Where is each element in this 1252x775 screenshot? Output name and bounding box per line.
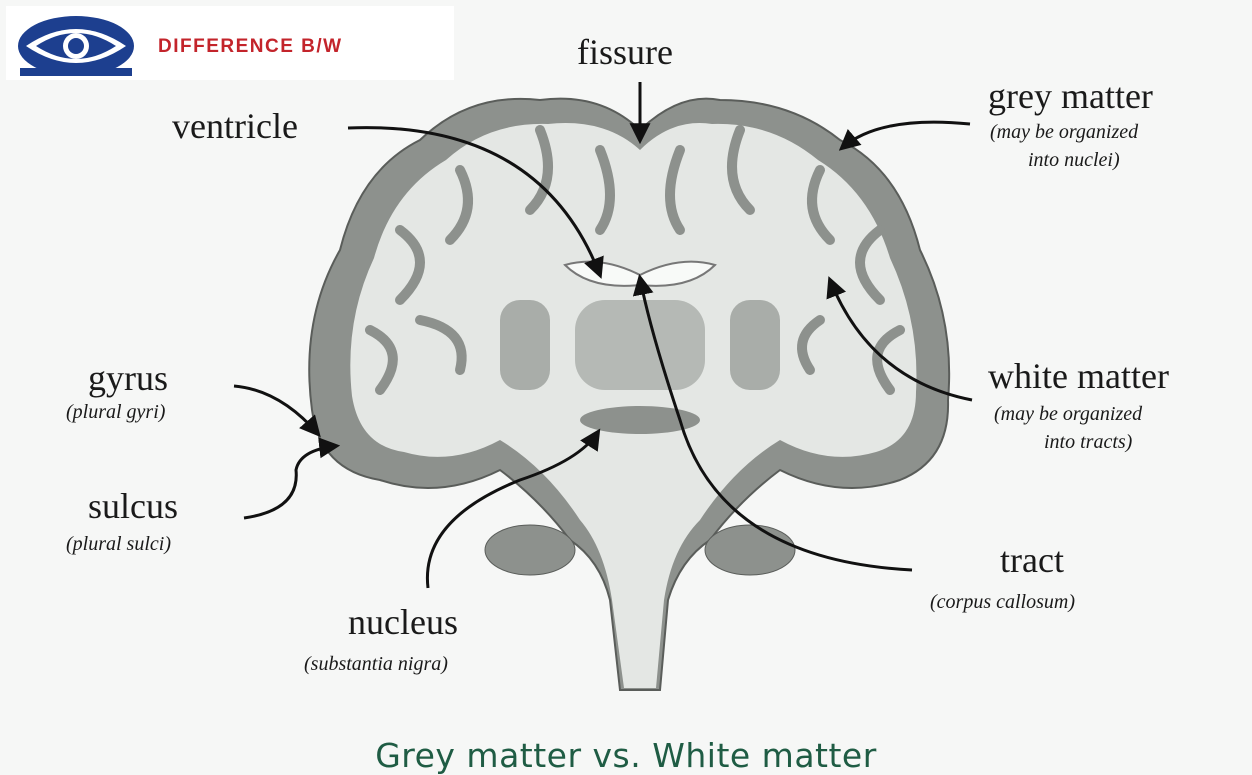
grey-matter-label: grey matter xyxy=(988,78,1153,114)
gyrus-label: gyrus xyxy=(88,360,168,396)
sulcus-label: sulcus xyxy=(88,488,178,524)
white-matter-note-line-2: into tracts) xyxy=(1044,430,1132,454)
tract-label: tract xyxy=(1000,542,1064,578)
white-matter-note-line-1: (may be organized xyxy=(994,402,1142,426)
fissure-label: fissure xyxy=(577,34,673,70)
gyrus-arrow xyxy=(234,386,318,434)
tract-note: (corpus callosum) xyxy=(930,590,1075,614)
thalamus xyxy=(575,300,705,390)
diagram-caption: Grey matter vs. White matter xyxy=(0,736,1252,775)
basal-ganglia-left xyxy=(500,300,550,390)
basal-ganglia-right xyxy=(730,300,780,390)
nucleus-label: nucleus xyxy=(348,604,458,640)
nucleus-note: (substantia nigra) xyxy=(304,652,448,676)
sulcus-arrow xyxy=(244,446,336,518)
grey-matter-arrow xyxy=(842,122,970,148)
cerebellum-right xyxy=(705,525,795,575)
cerebellum-left xyxy=(485,525,575,575)
grey-matter-note-line-2: into nuclei) xyxy=(1028,148,1120,172)
gyrus-note: (plural gyri) xyxy=(66,400,165,424)
grey-matter-note-line-1: (may be organized xyxy=(990,120,1138,144)
sulcus-note: (plural sulci) xyxy=(66,532,171,556)
white-matter-label: white matter xyxy=(988,358,1169,394)
ventricle-label: ventricle xyxy=(172,108,298,144)
